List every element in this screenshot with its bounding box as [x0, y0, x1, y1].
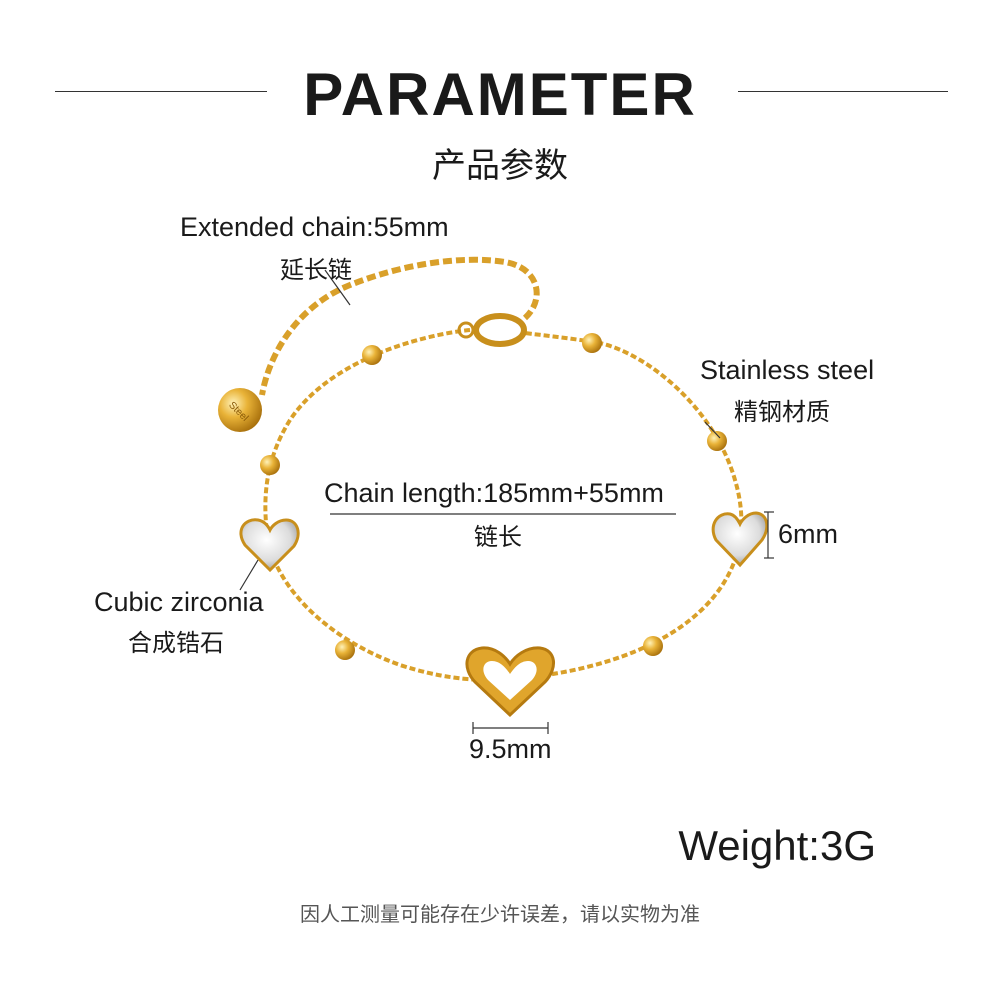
bead	[260, 455, 280, 475]
extended-chain-label-cn: 延长链	[280, 256, 352, 284]
page-title: PARAMETER	[303, 61, 697, 128]
extension-chain	[259, 256, 540, 396]
bead	[362, 345, 382, 365]
bead	[643, 636, 663, 656]
zirconia-left	[239, 518, 300, 573]
bead	[582, 333, 602, 353]
stone-label: Cubic zirconia	[94, 587, 264, 617]
title-divider-left	[55, 91, 267, 92]
callout-extended	[324, 269, 351, 306]
stone-label-cn: 合成锆石	[128, 629, 224, 657]
chain-length-label-cn: 链长	[474, 523, 522, 551]
chain-length-label: Chain length:185mm+55mm	[324, 478, 664, 508]
zirconia-right	[711, 511, 769, 568]
heart-size-label: 9.5mm	[469, 734, 552, 764]
steel-tag: Steel	[218, 388, 262, 432]
lobster-clasp	[457, 313, 527, 347]
callout-material	[704, 421, 721, 439]
extended-chain-label: Extended chain:55mm	[180, 212, 449, 242]
material-label: Stainless steel	[700, 355, 875, 385]
bead	[707, 431, 727, 451]
page-subtitle: 产品参数	[432, 146, 568, 186]
heart-pendant	[465, 646, 555, 718]
weight-label: Weight:3G	[678, 822, 876, 869]
stone-size-label: 6mm	[778, 519, 838, 549]
bead	[335, 640, 355, 660]
material-label-cn: 精钢材质	[734, 398, 830, 426]
callout-stone	[239, 559, 259, 591]
measurement-note: 因人工测量可能存在少许误差，请以实物为准	[300, 902, 700, 926]
title-divider-right	[738, 91, 948, 92]
